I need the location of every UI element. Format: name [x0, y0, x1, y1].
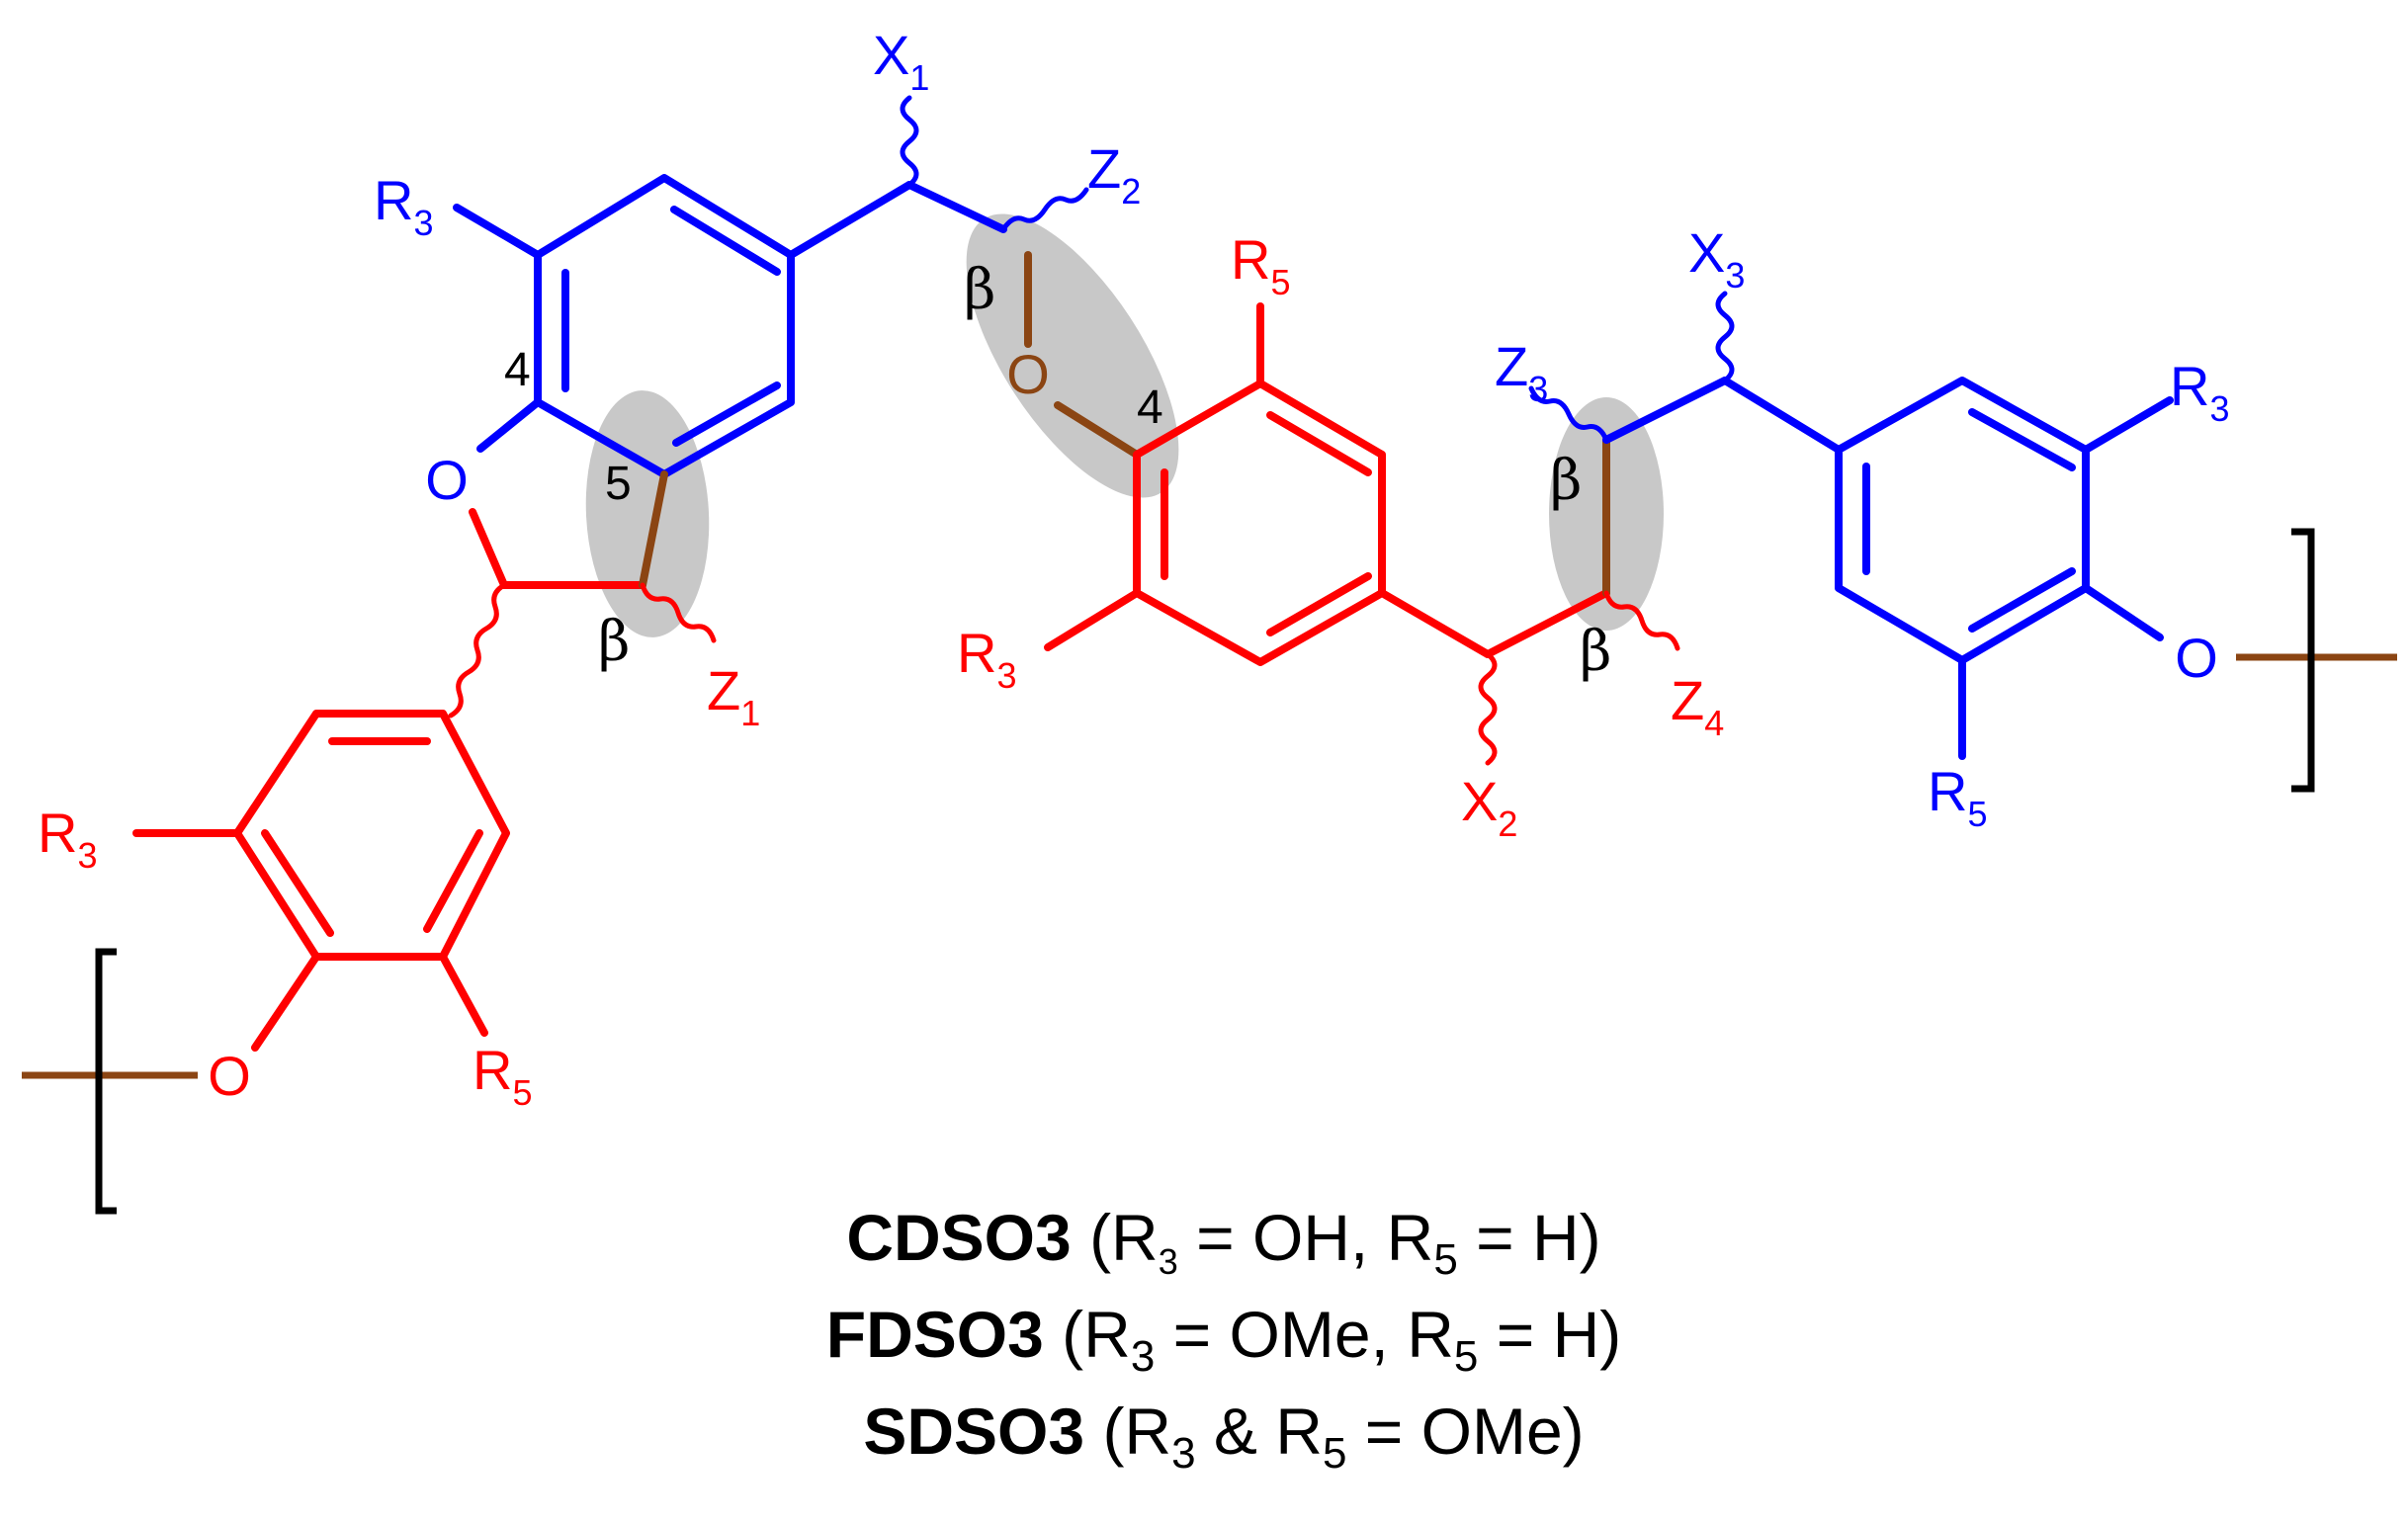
- label-z2: Z2: [1087, 137, 1141, 212]
- unit-a-blue-ring: [453, 174, 1007, 478]
- beta-label-beta-o-4: β: [964, 258, 995, 322]
- unit-d-blue-ring: [1602, 377, 2174, 760]
- label-r3-unit-a: R3: [374, 169, 433, 243]
- wavy-bond-z4: [1603, 590, 1680, 651]
- label-r5-unit-d: R5: [1928, 760, 1987, 834]
- legend-line-sdso3: SDSO3 (R3 & R5 = OMe): [863, 1395, 1584, 1478]
- unit-c-red-ring: [1044, 302, 1610, 666]
- bond-r3-unit-c: [1044, 589, 1141, 651]
- wavy-bond-x1: [900, 95, 919, 188]
- pos-4-unit-c: 4: [1137, 381, 1163, 434]
- oxygen-dihydrofuran: O: [425, 449, 469, 511]
- label-z4: Z4: [1671, 669, 1724, 743]
- label-r5-unit-b: R5: [473, 1039, 532, 1113]
- dihydrofuran-ring: [469, 508, 646, 589]
- atom-labels: X1 Z2 R3 O X3 Z3 R3 O R5 Z1 R3 O R5 R5 R…: [38, 24, 2229, 1113]
- label-x3: X3: [1688, 221, 1745, 296]
- unit-b-red-ring: [132, 710, 510, 1052]
- bond-r3-unit-a: [453, 204, 542, 259]
- ring-d: [1835, 377, 2090, 664]
- bracket-right: [2291, 528, 2315, 793]
- oxygen-unit-d: O: [2175, 627, 2218, 689]
- wavy-bond-x2: [1478, 651, 1498, 766]
- ring-b: [233, 710, 510, 961]
- wavy-bond-z2: [1000, 187, 1089, 232]
- label-x2: X2: [1461, 770, 1517, 844]
- pos-5-unit-a: 5: [605, 458, 632, 510]
- compound-legend: CDSO3 (R3 = OH, R5 = H) FDSO3 (R3 = OMe,…: [826, 1201, 1621, 1478]
- oxygen-unit-b: O: [208, 1045, 251, 1107]
- linkage-highlights: [585, 213, 1664, 637]
- beta-o-4-bond-lower: [1054, 401, 1141, 459]
- legend-line-cdso3: CDSO3 (R3 = OH, R5 = H): [846, 1201, 1600, 1284]
- label-r3-unit-b: R3: [38, 802, 97, 876]
- wavy-bond-z3: [1528, 385, 1609, 443]
- beta-label-beta-beta-lower: β: [1580, 620, 1611, 684]
- wavy-bond-x3: [1715, 291, 1735, 383]
- highlight-beta-o-4: [966, 213, 1179, 498]
- label-x1: X1: [873, 24, 929, 98]
- beta-5-bond: [639, 470, 668, 589]
- beta-label-beta-5: β: [598, 610, 630, 674]
- oxygen-beta-o-4: O: [1006, 343, 1050, 405]
- label-z3: Z3: [1495, 335, 1548, 409]
- label-r5-unit-c: R5: [1231, 228, 1290, 302]
- bracket-left: [95, 948, 117, 1215]
- bond-r5-unit-b: [439, 953, 488, 1037]
- bond-r3-unit-d: [2082, 396, 2174, 454]
- wavy-bonds: [448, 95, 1735, 766]
- beta-label-beta-beta-upper: β: [1550, 449, 1582, 513]
- label-r3-unit-c: R3: [957, 622, 1016, 696]
- pos-4-unit-a: 4: [504, 344, 531, 396]
- label-r3-unit-d: R3: [2170, 355, 2229, 429]
- wavy-bond-aryl: [448, 582, 507, 719]
- legend-line-fdso3: FDSO3 (R3 = OMe, R5 = H): [826, 1298, 1621, 1381]
- wavy-bond-z1: [640, 582, 717, 643]
- highlight-beta-5: [585, 390, 710, 637]
- label-z1: Z1: [707, 659, 760, 733]
